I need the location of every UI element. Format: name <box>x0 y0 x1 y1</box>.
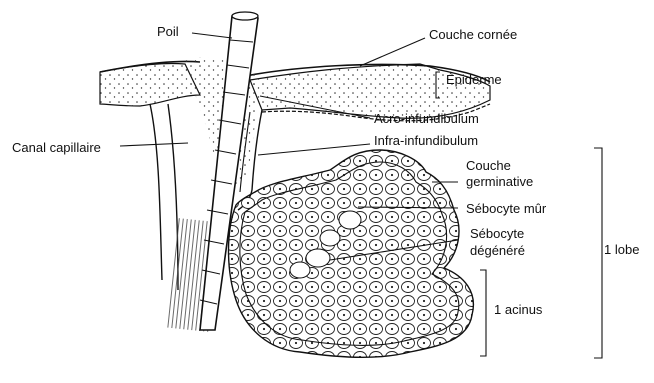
label-couche-cornee: Couche cornée <box>429 27 517 42</box>
label-couche-germinative-2: germinative <box>466 174 533 189</box>
label-sebocyte-mur: Sébocyte mûr <box>466 201 546 216</box>
label-acinus: 1 acinus <box>494 302 542 317</box>
label-infra-infundibulum: Infra-infundibulum <box>374 133 478 148</box>
sebaceous-lobe <box>229 150 474 357</box>
label-lobe: 1 lobe <box>604 242 639 257</box>
label-acro-infundibulum: Acro-infundibulum <box>374 111 479 126</box>
label-canal-capillaire: Canal capillaire <box>12 140 101 155</box>
label-sebocyte-degenere-2: dégénéré <box>470 243 525 258</box>
label-poil: Poil <box>157 24 179 39</box>
label-epiderme: Épiderme <box>446 72 502 87</box>
label-couche-germinative-1: Couche <box>466 158 511 173</box>
label-sebocyte-degenere-1: Sébocyte <box>470 226 524 241</box>
